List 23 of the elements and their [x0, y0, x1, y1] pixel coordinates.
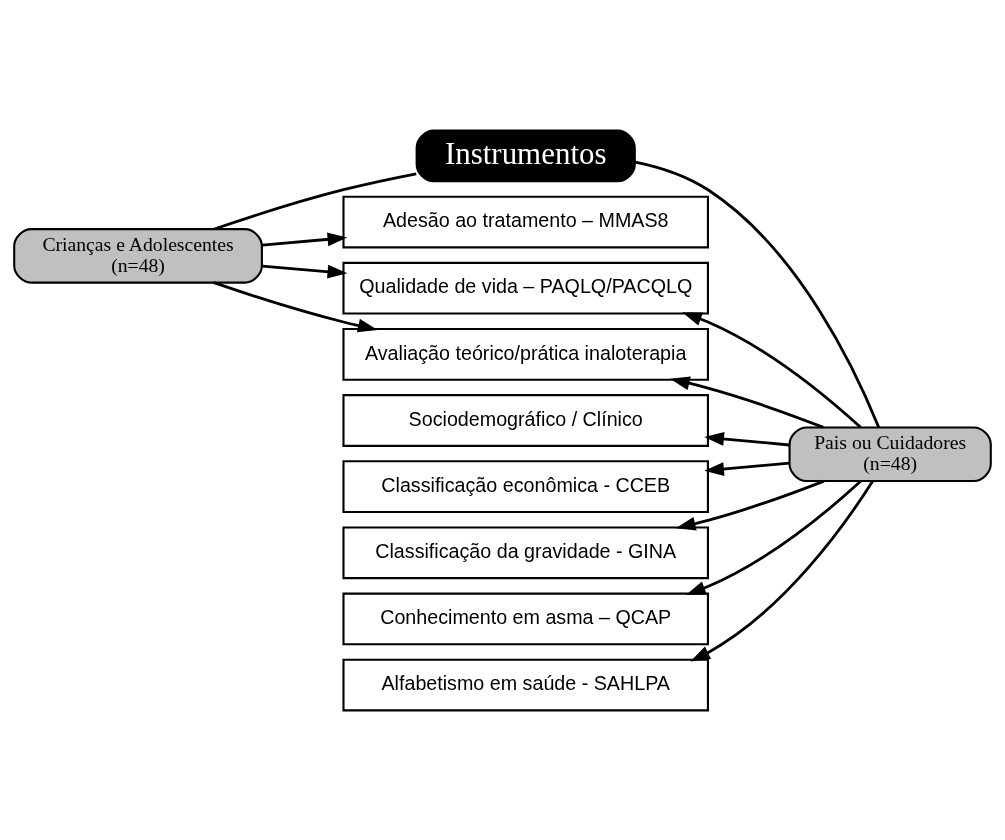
- arrow: [213, 280, 378, 332]
- arrow: [690, 480, 874, 661]
- arrow: [262, 264, 348, 279]
- node-box: Alfabetismo em saúde - SAHLPA: [342, 658, 709, 711]
- node-box: Pais ou Cuidadores (n=48): [788, 426, 992, 482]
- arrow: [670, 376, 824, 429]
- arrow: [704, 461, 790, 476]
- connector: [634, 160, 880, 428]
- arrow: [682, 311, 862, 428]
- connector: [213, 171, 417, 230]
- node-box: Classificação econômica - CCEB: [342, 459, 709, 513]
- arrow: [704, 431, 790, 446]
- node-box: Conhecimento em asma – QCAP: [342, 592, 709, 645]
- arrow: [262, 231, 348, 246]
- node-box: Adesão ao tratamento – MMAS8: [342, 195, 709, 248]
- node-box: Classificação da gravidade - GINA: [342, 525, 709, 579]
- arrow: [685, 479, 862, 595]
- node-box: Instrumentos: [415, 129, 636, 182]
- node-box: Qualidade de vida – PAQLQ/PACQLQ: [342, 261, 709, 315]
- node-box: Sociodemográfico / Clínico: [342, 393, 709, 447]
- node-box: Crianças e Adolescentes (n=48): [13, 227, 263, 284]
- arrow: [675, 479, 825, 530]
- node-box: Avaliação teórico/prática inaloterapia: [342, 327, 709, 381]
